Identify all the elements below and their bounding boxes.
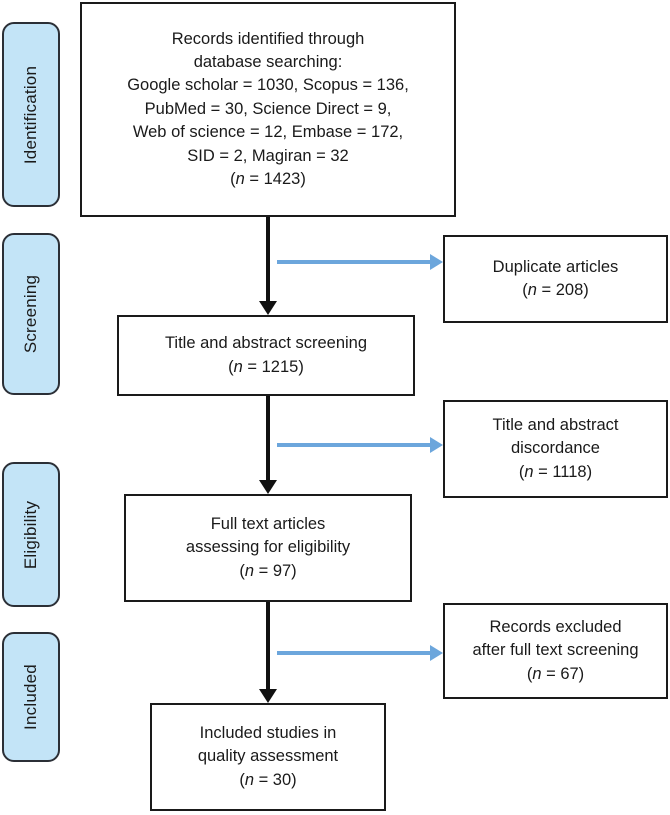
arrow-shaft	[277, 443, 430, 447]
arrow-shaft	[277, 260, 430, 264]
box-title-abstract-screening-text: Title and abstract screening(n = 1215)	[164, 334, 368, 376]
box-duplicate-articles: Duplicate articles(n = 208)	[443, 235, 668, 323]
stage-label-eligibility: Eligibility	[21, 500, 40, 569]
box-duplicate-articles-text: Duplicate articles(n = 208)	[492, 257, 619, 299]
arrow-head	[259, 480, 277, 494]
arrow-head	[430, 254, 443, 270]
arrow-shaft	[277, 651, 430, 655]
arrow-shaft	[266, 217, 270, 301]
stage-label-identification: Identification	[21, 65, 41, 164]
arrow-head	[430, 437, 443, 453]
stage-label-included: Included	[21, 664, 40, 730]
arrow-shaft	[266, 602, 270, 689]
stage-pill-eligibility: Eligibility	[2, 462, 60, 607]
arrow-head	[259, 689, 277, 703]
arrow-head	[259, 301, 277, 315]
stage-pill-included: Included	[2, 632, 60, 762]
stage-label-screening: Screening	[21, 274, 41, 354]
arrow-shaft	[266, 396, 270, 480]
stage-pill-identification: Identification	[2, 22, 60, 207]
stage-pill-screening: Screening	[2, 233, 60, 395]
box-title-abstract-screening: Title and abstract screening(n = 1215)	[117, 315, 415, 396]
arrow-head	[430, 645, 443, 661]
